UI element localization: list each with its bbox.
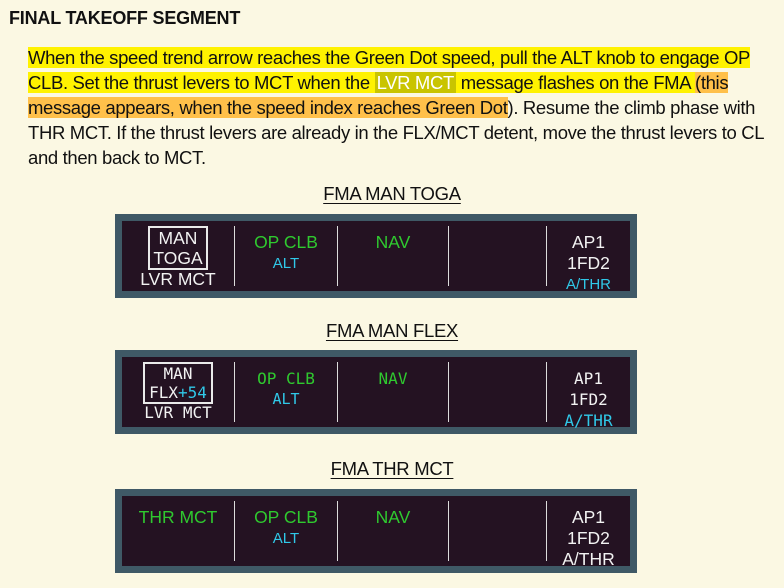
- alt-label: ALT: [272, 255, 300, 272]
- fma-flex-vertical-column: OP CLB ALT: [235, 360, 337, 424]
- fma-thr-caption: FMA THR MCT: [330, 458, 454, 479]
- fma-separator: [234, 362, 235, 422]
- fma-man-toga-panel: MAN TOGA LVR MCT OP CLB ALT NAV AP1 1FD2…: [115, 214, 637, 298]
- alt-label: ALT: [272, 390, 300, 408]
- ap1-label: AP1: [571, 232, 606, 252]
- fma-separator: [448, 226, 449, 286]
- nav-label: NAV: [378, 369, 408, 388]
- fma-separator: [546, 226, 547, 286]
- fma-thr-thrust-column: THR MCT: [122, 499, 234, 563]
- ap1-label: AP1: [574, 369, 603, 388]
- fma-separator: [234, 501, 235, 561]
- lvr-mct-label: LVR MCT: [140, 269, 216, 289]
- man-toga-box: MAN TOGA: [148, 226, 208, 270]
- fma-separator: [448, 362, 449, 422]
- lvr-mct-highlight: LVR MCT: [374, 72, 456, 93]
- athr-label: A/THR: [564, 411, 613, 430]
- ap1-label: AP1: [571, 507, 606, 527]
- fma-separator: [337, 362, 338, 422]
- op-clb-label: OP CLB: [254, 507, 318, 527]
- flx-label: FLX: [149, 383, 178, 402]
- fd-label: 1FD2: [567, 528, 610, 548]
- fd-label: 1FD2: [567, 253, 610, 273]
- fma-toga-approach-column: [449, 224, 546, 288]
- fma-thr-approach-column: [449, 499, 546, 563]
- man-label: MAN: [163, 364, 193, 383]
- fma-thr-vertical-column: OP CLB ALT: [235, 499, 337, 563]
- fma-flex-thrust-column: MAN FLX+54 LVR MCT: [122, 360, 234, 424]
- fma-thr-lateral-column: NAV: [338, 499, 448, 563]
- op-clb-label: OP CLB: [254, 232, 318, 252]
- fma-man-flex-panel: MAN FLX+54 LVR MCT OP CLB ALT NAV AP1 1F…: [115, 350, 637, 434]
- alt-label: ALT: [272, 530, 300, 547]
- fma-toga-vertical-column: OP CLB ALT: [235, 224, 337, 288]
- toga-label: TOGA: [153, 248, 203, 268]
- fma-toga-engagement-column: AP1 1FD2 A/THR: [547, 224, 630, 293]
- para-text-3: message flashes on the FMA: [455, 72, 696, 93]
- fma-separator: [546, 362, 547, 422]
- para-text-5: ). Resume the climb phase with THR MCT. …: [28, 97, 764, 168]
- nav-label: NAV: [375, 507, 411, 527]
- fma-flex-approach-column: [449, 360, 546, 424]
- athr-label: A/THR: [562, 549, 615, 569]
- fma-toga-thrust-column: MAN TOGA LVR MCT: [122, 224, 234, 288]
- thr-mct-label: THR MCT: [138, 507, 218, 527]
- fma-thr-engagement-column: AP1 1FD2 A/THR: [547, 499, 630, 569]
- fma-separator: [546, 501, 547, 561]
- fma-toga-caption: FMA MAN TOGA: [323, 183, 461, 204]
- athr-label: A/THR: [566, 276, 611, 293]
- section-title: FINAL TAKEOFF SEGMENT: [9, 8, 241, 28]
- fd-label: 1FD2: [569, 390, 608, 409]
- fma-thr-mct-panel: THR MCT OP CLB ALT NAV AP1 1FD2 A/THR: [115, 489, 637, 573]
- fma-separator: [234, 226, 235, 286]
- instruction-paragraph: When the speed trend arrow reaches the G…: [28, 45, 780, 170]
- flex-temp-value: +54: [178, 383, 207, 402]
- op-clb-label: OP CLB: [257, 369, 315, 388]
- fma-toga-lateral-column: NAV: [338, 224, 448, 288]
- fma-separator: [448, 501, 449, 561]
- fma-flex-lateral-column: NAV: [338, 360, 448, 424]
- nav-label: NAV: [375, 232, 411, 252]
- man-label: MAN: [158, 228, 198, 248]
- fma-flex-caption: FMA MAN FLEX: [325, 320, 459, 341]
- man-flex-box: MAN FLX+54: [143, 362, 213, 404]
- lvr-mct-label: LVR MCT: [144, 403, 212, 422]
- fma-separator: [337, 501, 338, 561]
- fma-flex-engagement-column: AP1 1FD2 A/THR: [547, 360, 630, 430]
- fma-separator: [337, 226, 338, 286]
